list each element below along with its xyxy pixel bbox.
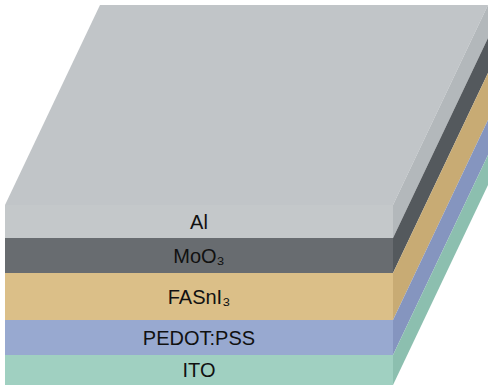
layer-label: Al [190, 211, 208, 233]
layer-band: FASnI₃ [5, 273, 393, 320]
layer-label: PEDOT:PSS [143, 327, 255, 349]
layer-band: MoO₃ [5, 238, 393, 273]
layer-band: PEDOT:PSS [5, 320, 393, 355]
layer-band: Al [5, 205, 393, 238]
layer-band: ITO [5, 355, 393, 385]
side-face [393, 120, 488, 355]
layer-label: MoO₃ [173, 245, 224, 267]
layer-label: ITO [183, 359, 216, 381]
layer-label: FASnI₃ [168, 286, 231, 308]
side-face [393, 155, 488, 385]
